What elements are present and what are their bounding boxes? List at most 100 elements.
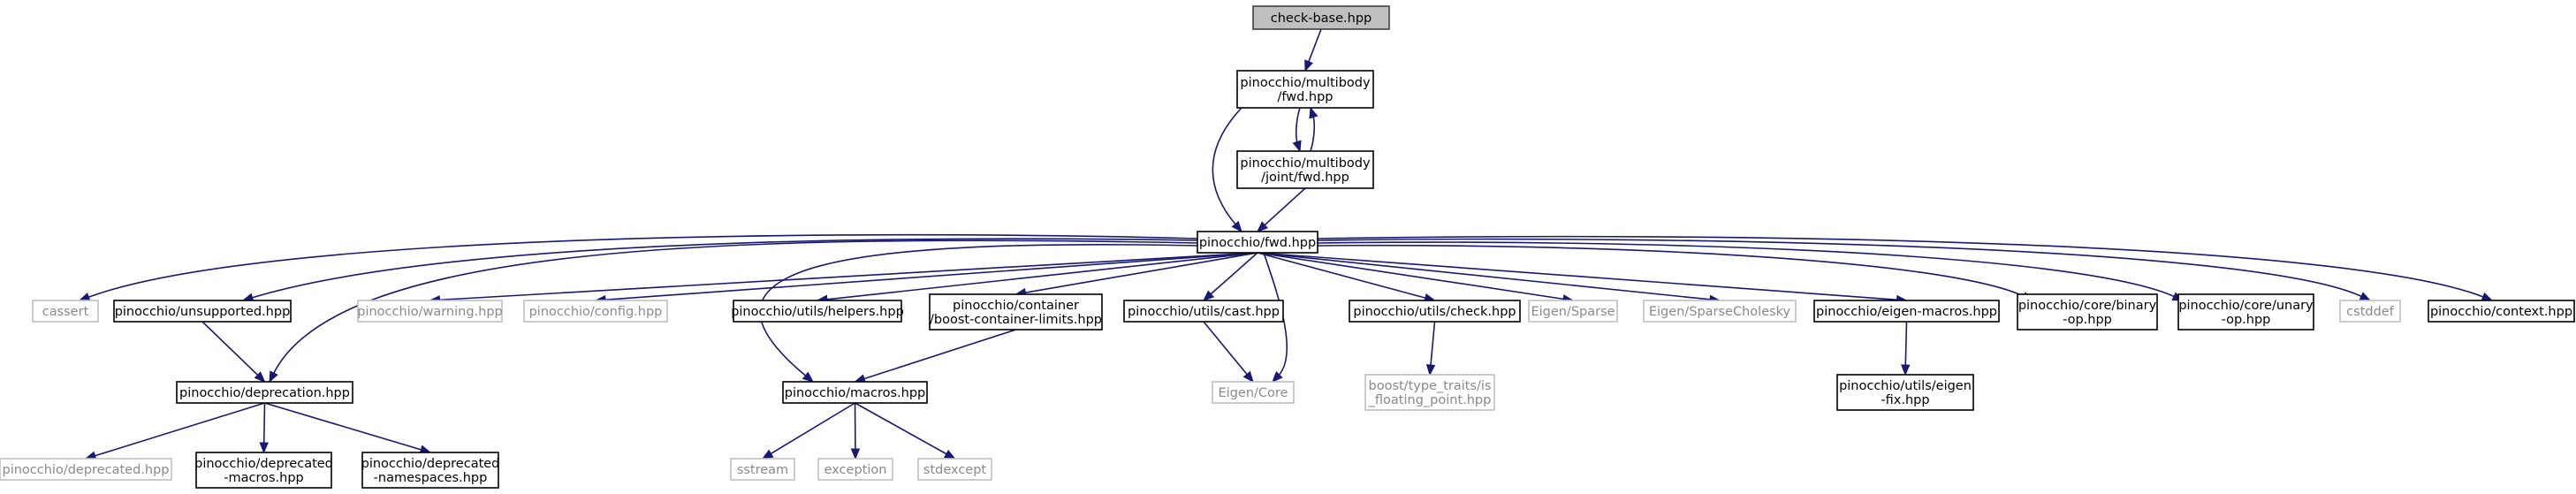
edge-check_base-to-mb_fwd (1304, 28, 1322, 72)
node-box (195, 452, 332, 489)
node-box (113, 300, 292, 323)
edge-mb_joint_fwd-to-fwd (1257, 187, 1306, 232)
node-deprecated-macros[interactable]: pinocchio/deprecated-macros.hpp (194, 452, 333, 489)
edge-line (251, 238, 1200, 299)
edge-line (94, 402, 265, 457)
arrowhead-check-to-boost_float (1425, 364, 1436, 376)
node-label: boost/type_traits/is (1369, 379, 1492, 393)
node-eigen-fix[interactable]: pinocchio/utils/eigen-fix.hpp (1836, 374, 1974, 411)
node-box (2339, 300, 2401, 323)
edge-macros-to-sstream (761, 402, 855, 460)
arrowhead-eigen_macros-to-eigen_fix (1901, 364, 1911, 376)
edge-fwd-to-cstddef (1317, 238, 2372, 301)
node-label: pinocchio/deprecation.hpp (179, 386, 350, 400)
edge-cast-to-eigen_core (1203, 321, 1254, 384)
arrowhead-fwd-to-eigen_core (1272, 371, 1283, 383)
node-label: pinocchio/utils/helpers.hpp (731, 305, 904, 319)
edge-line (1024, 252, 1258, 294)
arrowhead-macros-to-sstream (761, 449, 774, 460)
node-container[interactable]: pinocchio/container/boost-container-limi… (929, 293, 1103, 331)
node-boost-float: boost/type_traits/is_floating_point.hpp (1364, 374, 1495, 411)
node-unsupported[interactable]: pinocchio/unsupported.hpp (113, 300, 292, 323)
node-helpers[interactable]: pinocchio/utils/helpers.hpp (731, 300, 904, 323)
node-label: -macros.hpp (224, 471, 304, 485)
arrowhead-fwd-to-cast (1203, 290, 1215, 301)
node-config: pinocchio/config.hpp (523, 300, 668, 323)
arrowhead-mb_fwd-to-mb_joint_fwd (1292, 140, 1302, 153)
arrowhead-fwd-to-context (2481, 292, 2494, 301)
node-binary-op[interactable]: pinocchio/core/binary-op.hpp (2017, 293, 2158, 331)
edge-deprecation-to-deprecated_ns (264, 402, 432, 454)
edge-line (1317, 235, 2485, 299)
edge-deprecation-to-deprecated_macros (259, 402, 269, 454)
node-label: pinocchio/unsupported.hpp (115, 305, 291, 319)
edge-fwd-to-macros (759, 244, 1200, 383)
node-label: pinocchio/macros.hpp (785, 386, 925, 400)
node-warning: pinocchio/warning.hpp (357, 300, 503, 323)
node-eigen-macros[interactable]: pinocchio/eigen-macros.hpp (1813, 300, 2000, 323)
node-label: pinocchio/warning.hpp (357, 305, 502, 319)
node-cast[interactable]: pinocchio/utils/cast.hpp (1123, 300, 1284, 323)
edge-container-to-macros (854, 329, 1016, 384)
edge-line (1257, 252, 1565, 300)
node-box (523, 300, 668, 323)
node-macros[interactable]: pinocchio/macros.hpp (782, 381, 928, 404)
node-label: /fwd.hpp (1277, 90, 1333, 104)
arrowhead-macros-to-exception (850, 448, 861, 460)
arrowhead-mb_joint_fwd-to-fwd (1257, 221, 1269, 232)
node-label: exception (824, 463, 887, 477)
node-mb-joint-fwd[interactable]: pinocchio/multibody/joint/fwd.hpp (1236, 150, 1374, 189)
arrowhead-mb_joint_fwd-to-mb_fwd (1309, 106, 1318, 119)
node-label: -fix.hpp (1881, 393, 1929, 407)
edge-fwd-to-deprecation (269, 239, 1200, 384)
node-sstream: sstream (730, 458, 795, 481)
node-box (817, 458, 893, 481)
edge-line (87, 233, 1200, 299)
node-check-base[interactable]: check-base.hpp (1252, 5, 1390, 30)
node-deprecated: pinocchio/deprecated.hpp (0, 458, 172, 481)
edge-line (1310, 116, 1316, 152)
edge-check-to-boost_float (1425, 321, 1436, 376)
node-check[interactable]: pinocchio/utils/check.hpp (1349, 300, 1521, 323)
node-box (1364, 374, 1495, 411)
node-deprecated-ns[interactable]: pinocchio/deprecated-namespaces.hpp (361, 452, 500, 489)
edge-line (855, 402, 948, 455)
arrowhead-cast-to-eigen_core (1242, 370, 1254, 384)
node-label: cstddef (2346, 305, 2395, 319)
node-box (929, 293, 1103, 331)
edge-line (1317, 241, 2176, 298)
node-box (1643, 300, 1797, 323)
edge-macros-to-exception (850, 402, 861, 460)
edge-eigen_macros-to-eigen_fix (1901, 321, 1911, 376)
edge-fwd-to-eigen_sparse_chol (1257, 252, 1721, 305)
node-unary-op[interactable]: pinocchio/core/unary-op.hpp (2177, 293, 2314, 331)
arrowhead-mb_fwd-to-fwd (1231, 220, 1242, 233)
node-fwd[interactable]: pinocchio/fwd.hpp (1197, 231, 1318, 254)
edge-line (1263, 187, 1306, 226)
edge-unsupported-to-deprecation (201, 321, 266, 383)
node-label: /joint/fwd.hpp (1261, 171, 1349, 185)
arrowhead-deprecation-to-deprecated_macros (259, 442, 269, 454)
node-label: _floating_point.hpp (1368, 393, 1492, 407)
arrowhead-fwd-to-macros (802, 371, 815, 383)
node-label: pinocchio/core/binary (2018, 299, 2157, 313)
node-box (730, 458, 795, 481)
node-mb-fwd[interactable]: pinocchio/multibody/fwd.hpp (1236, 70, 1374, 109)
node-label: Eigen/SparseCholesky (1649, 305, 1791, 319)
edge-line (862, 329, 1016, 380)
edge-fwd-to-cast (1203, 252, 1258, 301)
node-eigen-core: Eigen/Core (1212, 381, 1295, 404)
edge-line (604, 252, 1258, 301)
edge-line (1317, 238, 2363, 298)
edge-line (1295, 107, 1301, 143)
arrowhead-unsupported-to-deprecation (254, 371, 266, 383)
node-box (2177, 293, 2314, 331)
node-label: pinocchio/deprecated.hpp (3, 463, 170, 477)
edge-line (201, 321, 259, 376)
edge-fwd-to-binary_op (1317, 244, 2034, 301)
edge-line (1430, 321, 1436, 367)
node-deprecation[interactable]: pinocchio/deprecation.hpp (176, 381, 353, 404)
node-context[interactable]: pinocchio/context.hpp (2428, 300, 2575, 323)
node-box (0, 458, 172, 481)
node-eigen-sparse-chol: Eigen/SparseCholesky (1643, 300, 1797, 323)
